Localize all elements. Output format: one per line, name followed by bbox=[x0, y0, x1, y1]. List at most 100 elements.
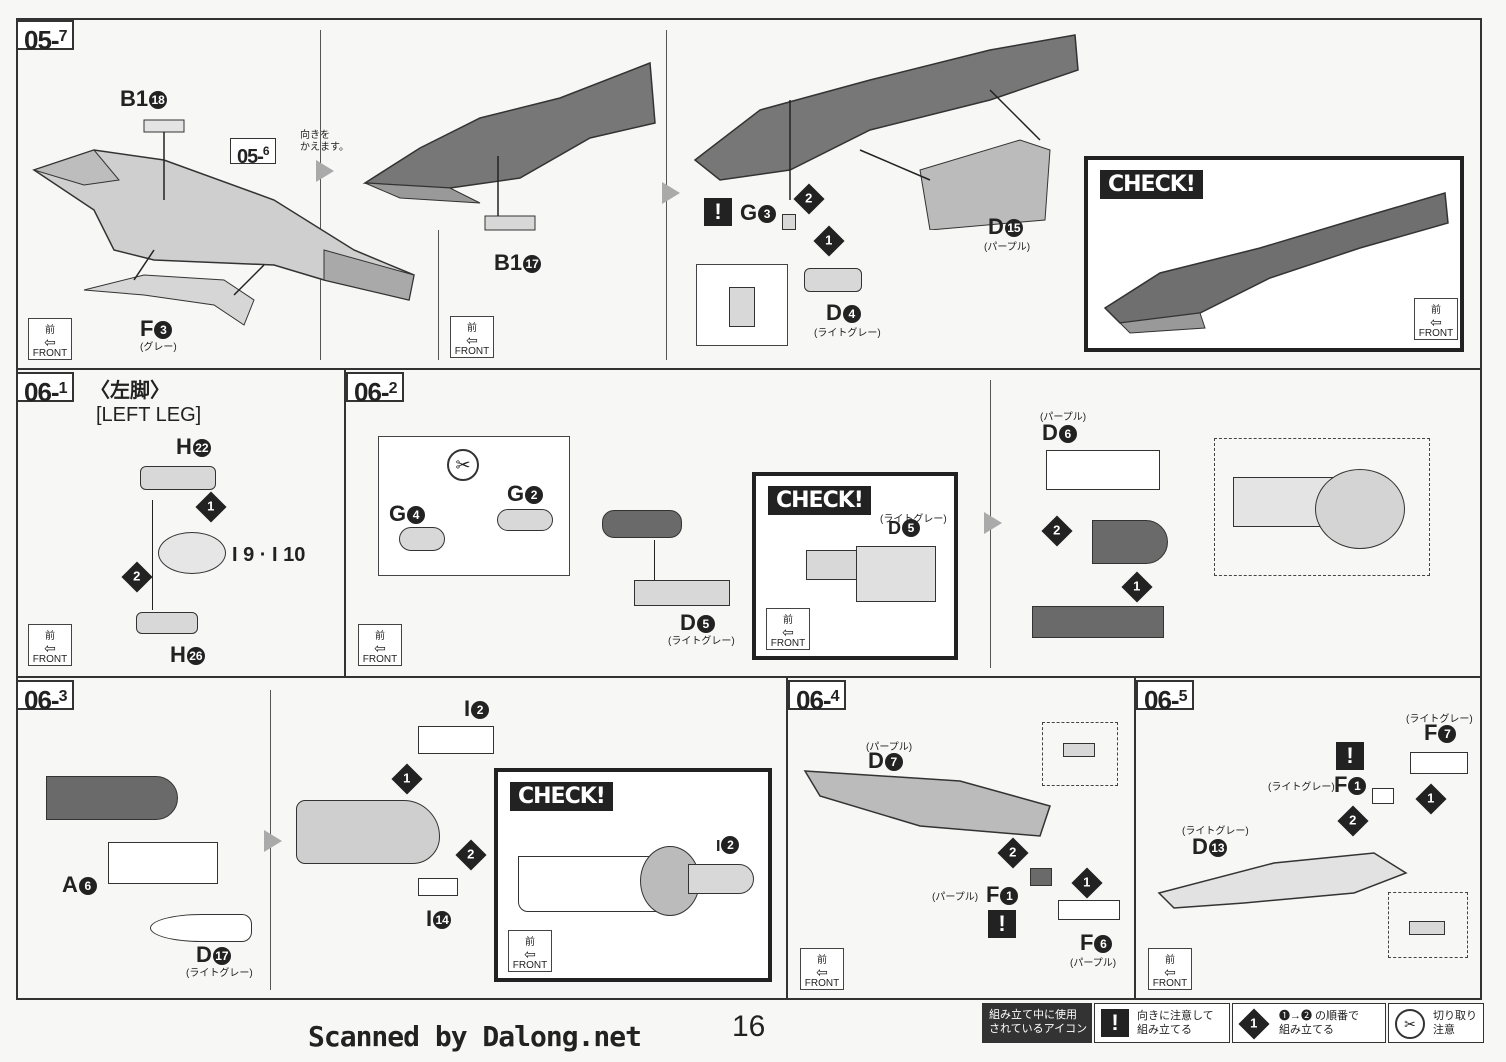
check-box-06-2: CHECK! (ライトグレー) D5 前⇦FRONT bbox=[752, 472, 958, 660]
legend-cut: ✂ 切り取り 注意 bbox=[1388, 1003, 1484, 1043]
page-frame bbox=[16, 18, 1482, 1000]
cut-caution-icon: ✂ bbox=[1395, 1009, 1425, 1039]
part-i9-i10-shape bbox=[158, 532, 226, 574]
leg-cover-shape bbox=[296, 800, 440, 864]
part-g4-shape bbox=[399, 527, 445, 551]
hull-assembly-05-7 bbox=[32, 119, 415, 326]
part-i2-check-shape bbox=[688, 864, 754, 894]
turn-note: 向きを かえます。 bbox=[300, 130, 349, 153]
part-h22-shape bbox=[140, 466, 216, 490]
part-color-d15: (パープル) bbox=[984, 242, 1031, 253]
part-color-f6: (パープル) bbox=[1070, 958, 1117, 969]
detail-zoom-box bbox=[1388, 892, 1468, 958]
zoom-joint-shape bbox=[1315, 469, 1405, 549]
part-f7-shape bbox=[1410, 752, 1468, 774]
part-b1-18-shape bbox=[143, 119, 185, 133]
section-title-jp: 〈左脚〉 bbox=[90, 380, 170, 402]
detail-zoom-box bbox=[1042, 722, 1118, 786]
hull-turned-assembly bbox=[362, 61, 656, 231]
section-title-en: [LEFT LEG] bbox=[96, 404, 202, 426]
part-a6-shape bbox=[108, 842, 218, 884]
check-tag: CHECK! bbox=[768, 486, 871, 515]
part-color-d13: (ライトグレー) bbox=[1182, 826, 1249, 837]
part-color-d5: (ライトグレー) bbox=[668, 636, 735, 647]
part-i2-shape bbox=[418, 726, 494, 754]
step-06-4-label: 06-4 bbox=[788, 680, 847, 715]
check-hull-image bbox=[1103, 192, 1449, 334]
step-06-1-label: 06-1 bbox=[16, 372, 75, 407]
legend-cut-text: 切り取り 注意 bbox=[1433, 1010, 1477, 1036]
warning-icon: ! bbox=[988, 910, 1016, 938]
leg-upper-shape bbox=[46, 776, 178, 820]
front-indicator: 前⇦FRONT bbox=[1414, 298, 1458, 340]
part-color-d7: (パープル) bbox=[866, 742, 913, 753]
front-indicator: 前⇦FRONT bbox=[358, 624, 402, 666]
part-g3-zoom bbox=[729, 287, 755, 327]
next-arrow bbox=[662, 182, 680, 204]
substep-divider bbox=[320, 30, 321, 360]
front-indicator: 前⇦FRONT bbox=[766, 608, 810, 650]
part-f1-shape bbox=[1372, 788, 1394, 804]
leg-base-shape bbox=[1032, 606, 1164, 638]
page-number: 16 bbox=[732, 1010, 766, 1043]
part-color-f7: (ライトグレー) bbox=[1406, 714, 1473, 725]
order-icon: 1 bbox=[1238, 1008, 1270, 1040]
front-indicator: 前⇦FRONT bbox=[1148, 948, 1192, 990]
part-color-d4: (ライトグレー) bbox=[814, 328, 881, 339]
legend-order: 1 ❶→❷ の順番で 組み立てる bbox=[1232, 1003, 1386, 1043]
part-d17-shape bbox=[150, 914, 252, 942]
col-divider-06-5 bbox=[1134, 676, 1136, 1000]
hull-detail-assembly bbox=[693, 34, 1079, 230]
part-d5-check-shape bbox=[856, 546, 936, 602]
front-indicator: 前⇦FRONT bbox=[800, 948, 844, 990]
front-indicator: 前⇦FRONT bbox=[28, 624, 72, 666]
col-divider-06-4 bbox=[786, 676, 788, 1000]
step-06-5-label: 06-5 bbox=[1136, 680, 1195, 715]
part-h26-shape bbox=[136, 612, 198, 634]
warning-icon: ! bbox=[704, 198, 732, 226]
next-arrow bbox=[264, 830, 282, 852]
part-d7-shape bbox=[803, 770, 1051, 837]
step-05-7-label: 05-7 bbox=[16, 20, 75, 55]
detail-zoom-box bbox=[696, 264, 788, 346]
part-d6-shape bbox=[1046, 450, 1160, 490]
col-divider-06-1 bbox=[344, 368, 346, 676]
part-f6-shape bbox=[1058, 900, 1120, 920]
part-d15-shape bbox=[919, 139, 1051, 230]
joint-assembled-shape bbox=[602, 510, 682, 538]
part-i14-shape bbox=[418, 878, 458, 896]
next-arrow bbox=[316, 160, 334, 182]
part-g2-shape bbox=[497, 509, 553, 531]
legend-warning-text: 向きに注意して 組み立てる bbox=[1137, 1010, 1214, 1036]
part-g3-shape bbox=[782, 214, 796, 230]
check-tag: CHECK! bbox=[1100, 170, 1203, 199]
scan-credit: Scanned by Dalong.net bbox=[308, 1020, 642, 1053]
zoom-part-shape bbox=[1063, 743, 1095, 757]
step-06-2-label: 06-2 bbox=[346, 372, 405, 407]
front-indicator: 前⇦FRONT bbox=[508, 930, 552, 972]
zoom-part-shape bbox=[1409, 921, 1445, 935]
part-b1-17-shape bbox=[484, 215, 536, 231]
step-06-3-label: 06-3 bbox=[16, 680, 75, 715]
front-indicator: 前⇦FRONT bbox=[450, 316, 494, 358]
part-color-f1: (パープル) bbox=[932, 892, 979, 903]
front-indicator: 前⇦FRONT bbox=[28, 318, 72, 360]
